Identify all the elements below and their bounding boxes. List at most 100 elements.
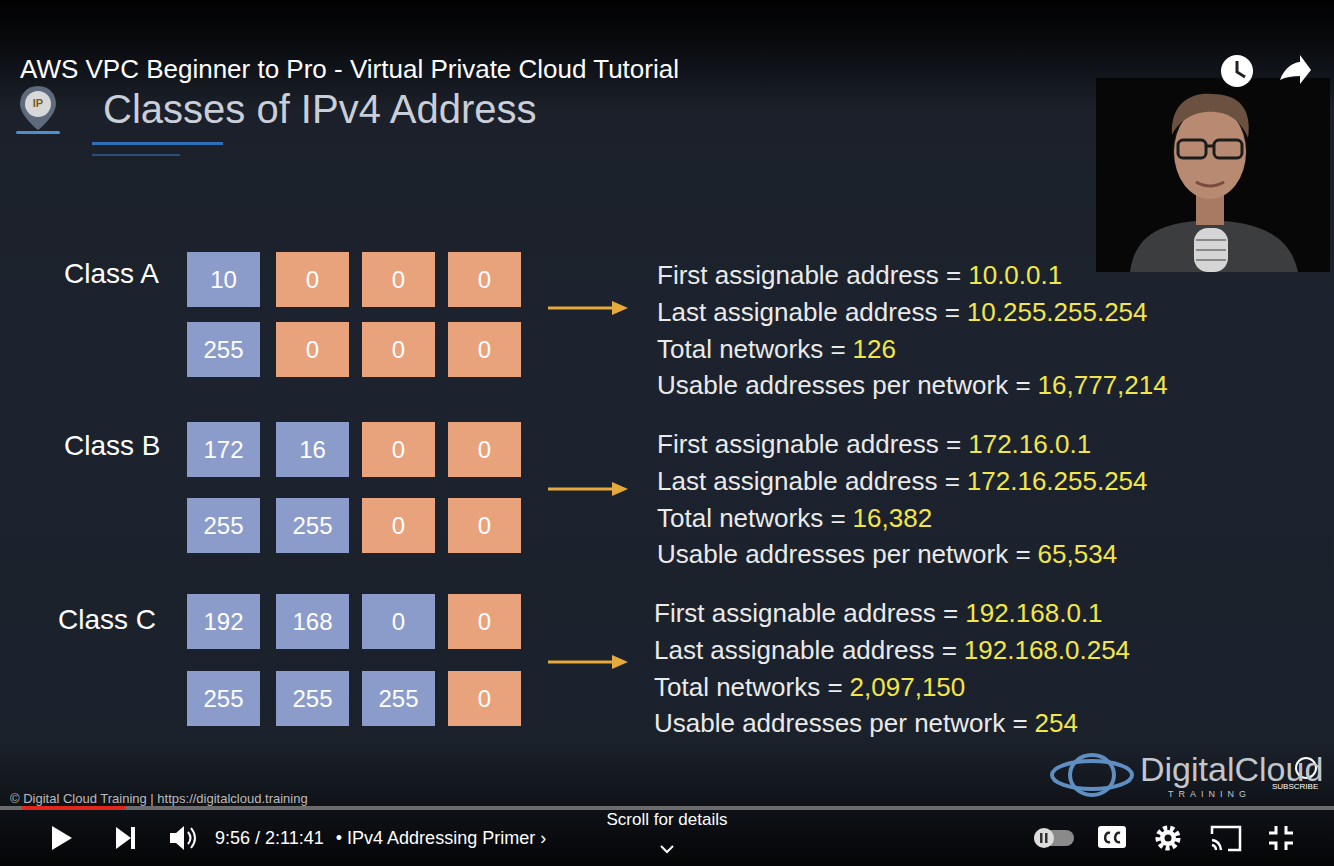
- octet-value: 192: [203, 610, 243, 634]
- field-name: Total networks =: [657, 335, 846, 365]
- class-name: Class B: [64, 430, 160, 462]
- octet-box: 0: [362, 498, 435, 553]
- octet-box: 255: [276, 498, 349, 553]
- field-value: 192.168.0.254: [964, 636, 1130, 666]
- field-name: Total networks =: [654, 673, 843, 703]
- copyright-note: © Digital Cloud Training | https://digit…: [10, 792, 308, 806]
- octet-box: 255: [187, 671, 260, 726]
- octet-box: 0: [276, 322, 349, 377]
- octet-value: 10: [210, 268, 237, 292]
- scroll-chevron: [661, 846, 673, 852]
- octet-value: 0: [306, 338, 319, 362]
- field-name: Usable addresses per network =: [657, 540, 1031, 570]
- octet-value: 16: [299, 438, 326, 462]
- volume-button: [170, 826, 195, 850]
- bottom-shade: [0, 740, 1334, 866]
- octet-value: 0: [478, 687, 491, 711]
- presenter-webcam: [1096, 78, 1330, 272]
- class-name: Class C: [58, 604, 156, 636]
- octet-box: 255: [187, 322, 260, 377]
- field-name: First assignable address =: [657, 261, 961, 291]
- octet-value: 172: [203, 438, 243, 462]
- octet-box: 16: [276, 422, 349, 477]
- watch-later-icon: [1221, 55, 1253, 87]
- subscribe-badge: SUBSCRIBE: [1272, 782, 1318, 791]
- octet-value: 255: [292, 687, 332, 711]
- octet-box: 0: [362, 322, 435, 377]
- octet-value: 0: [478, 338, 491, 362]
- field-value: 10.255.255.254: [967, 298, 1148, 328]
- field-value: 126: [853, 335, 896, 365]
- octet-value: 255: [203, 338, 243, 362]
- octet-box: 168: [276, 594, 349, 649]
- autoplay-toggle: [1034, 828, 1074, 848]
- octet-box: 172: [187, 422, 260, 477]
- field-name: First assignable address =: [654, 599, 958, 629]
- octet-value: 255: [292, 514, 332, 538]
- octet-value: 0: [478, 268, 491, 292]
- next-button: [116, 827, 135, 849]
- exit-fullscreen-button: [1269, 826, 1293, 850]
- scroll-hint: Scroll for details: [607, 811, 728, 828]
- octet-value: 0: [392, 438, 405, 462]
- field-name: Usable addresses per network =: [657, 371, 1031, 401]
- field-name: First assignable address =: [657, 430, 961, 460]
- octet-box: 0: [448, 422, 521, 477]
- field-name: Total networks =: [657, 504, 846, 534]
- class-name: Class A: [64, 258, 159, 290]
- play-button: [52, 826, 72, 850]
- field-value: 254: [1035, 709, 1078, 739]
- progress-played: [22, 806, 126, 810]
- octet-value: 0: [306, 268, 319, 292]
- field-value: 172.16.0.1: [968, 430, 1091, 460]
- field-name: Last assignable address =: [657, 467, 960, 497]
- icon-text: IP: [33, 97, 43, 110]
- slide-title: Classes of IPv4 Address: [103, 86, 537, 132]
- time-display: 9:56 / 2:11:41: [215, 829, 324, 847]
- octet-value: 0: [478, 514, 491, 538]
- title-underline: [92, 142, 223, 145]
- octet-box: 0: [362, 252, 435, 307]
- octet-value: 0: [478, 438, 491, 462]
- digitalcloud-logo: [1052, 755, 1132, 795]
- field-value: 192.168.0.1: [965, 599, 1102, 629]
- octet-box: 0: [448, 671, 521, 726]
- octet-box: 0: [362, 594, 435, 649]
- octet-value: 255: [203, 687, 243, 711]
- field-value: 16,777,214: [1038, 371, 1168, 401]
- chapter-title: • IPv4 Addressing Primer ›: [336, 829, 546, 847]
- octet-box: 255: [362, 671, 435, 726]
- octet-value: 168: [292, 610, 332, 634]
- octet-box: 0: [448, 498, 521, 553]
- progress-track: [0, 806, 1334, 810]
- octet-value: 0: [392, 268, 405, 292]
- pointer-arrows: [548, 301, 628, 669]
- octet-box: 0: [362, 422, 435, 477]
- cast-button: [1212, 827, 1240, 850]
- settings-button: [1158, 828, 1178, 848]
- octet-value: 0: [392, 514, 405, 538]
- field-name: Usable addresses per network =: [654, 709, 1028, 739]
- field-value: 10.0.0.1: [968, 261, 1062, 291]
- octet-box: 255: [276, 671, 349, 726]
- octet-value: 0: [478, 610, 491, 634]
- ip-pin-icon: [16, 86, 60, 134]
- octet-value: 255: [378, 687, 418, 711]
- octet-box: 192: [187, 594, 260, 649]
- captions-button: [1098, 826, 1126, 848]
- field-name: Last assignable address =: [657, 298, 960, 328]
- octet-box: 0: [448, 322, 521, 377]
- octet-box: 255: [187, 498, 260, 553]
- field-value: 172.16.255.254: [967, 467, 1148, 497]
- title-underline: [92, 154, 180, 156]
- octet-box: 0: [448, 252, 521, 307]
- octet-value: 0: [392, 610, 405, 634]
- video-title: AWS VPC Beginner to Pro - Virtual Privat…: [20, 55, 679, 85]
- field-name: Last assignable address =: [654, 636, 957, 666]
- octet-value: 0: [392, 338, 405, 362]
- field-value: 65,534: [1038, 540, 1118, 570]
- octet-value: 255: [203, 514, 243, 538]
- field-value: 16,382: [853, 504, 933, 534]
- octet-box: 0: [276, 252, 349, 307]
